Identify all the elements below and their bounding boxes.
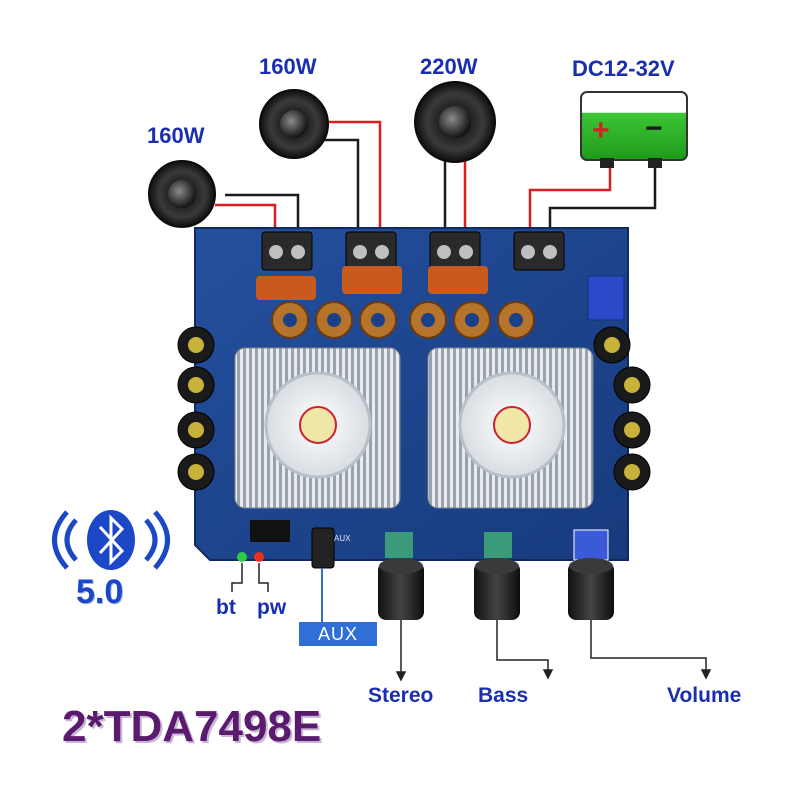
- knob-bass[interactable]: [474, 558, 520, 620]
- aux-input-label: AUX: [299, 622, 377, 646]
- led-pw-label: pw: [257, 596, 287, 619]
- speaker-icon: [414, 81, 496, 163]
- speaker-mid-power-label: 160W: [259, 54, 317, 79]
- led-bt-label: bt: [216, 596, 236, 619]
- bass-knob-label: Bass: [478, 684, 529, 707]
- speaker-icon: [148, 160, 216, 228]
- power-input-label: DC12-32V: [572, 56, 675, 81]
- battery-plus-sign: +: [592, 114, 610, 147]
- battery-icon: [580, 91, 688, 168]
- speaker-icon: [259, 89, 329, 159]
- board-aux-silkscreen: AUX: [334, 534, 351, 543]
- knob-volume[interactable]: [568, 558, 614, 620]
- battery-minus-sign: −: [645, 112, 663, 145]
- speaker-sub-power-label: 220W: [420, 54, 478, 79]
- stereo-knob-label: Stereo: [368, 684, 434, 707]
- speaker-wires: [215, 120, 657, 235]
- pcb-board: [177, 227, 651, 569]
- callout-lines: [231, 563, 712, 682]
- speaker-left-power-label: 160W: [147, 123, 205, 148]
- volume-knob-label: Volume: [667, 684, 742, 707]
- bluetooth-icon: [52, 510, 170, 570]
- bluetooth-version: 5.0: [76, 573, 124, 611]
- knob-stereo[interactable]: [378, 558, 424, 620]
- product-title: 2*TDA7498E: [62, 702, 322, 751]
